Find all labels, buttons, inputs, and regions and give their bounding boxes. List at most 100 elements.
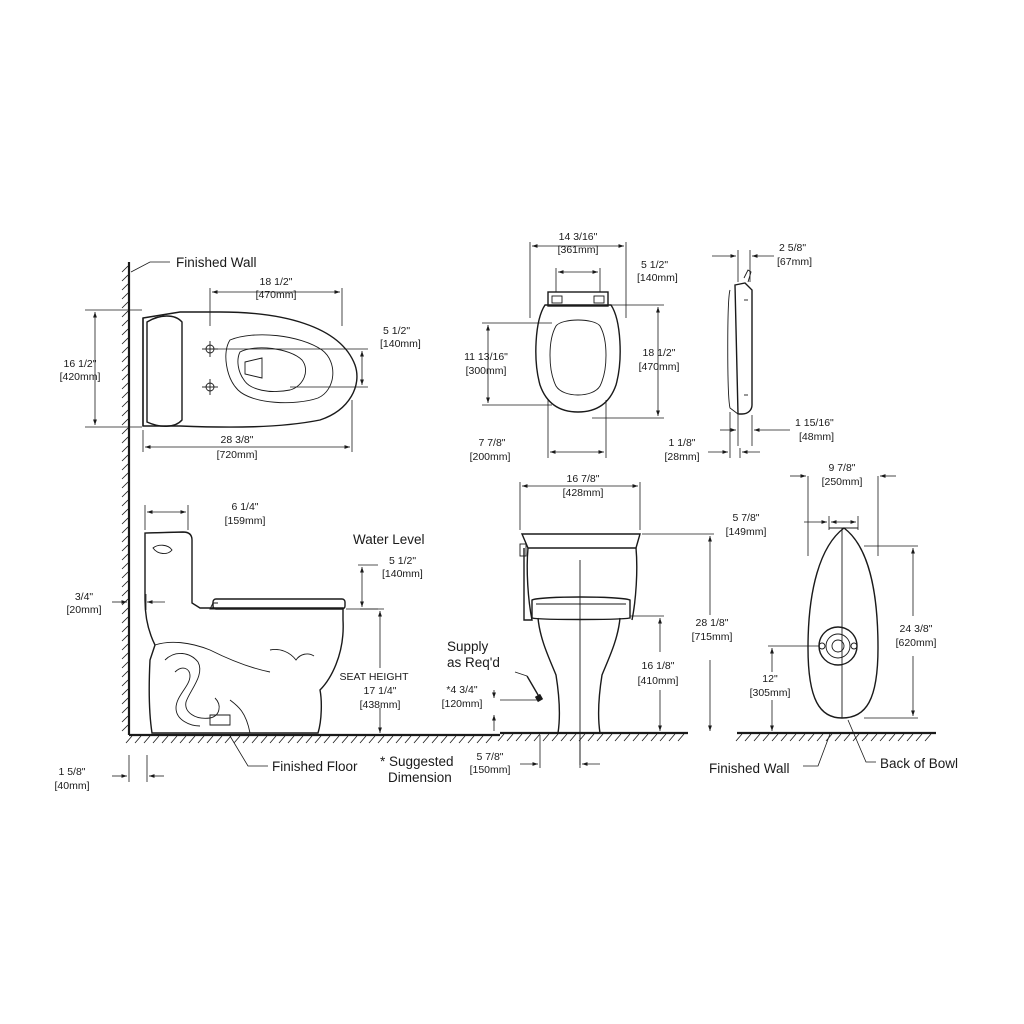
dim-3-4: 3/4" [20mm]: [66, 591, 101, 616]
svg-text:[140mm]: [140mm]: [380, 338, 421, 350]
svg-text:[159mm]: [159mm]: [225, 515, 266, 527]
front-elevation-view: [519, 533, 641, 765]
mounting-bolt-2: [202, 379, 218, 395]
dim-12: 12" [305mm]: [750, 673, 791, 699]
svg-text:2 5/8": 2 5/8": [779, 242, 806, 254]
svg-text:16 7/8": 16 7/8": [567, 473, 600, 485]
dim-9-7-8: 9 7/8" [250mm]: [822, 462, 863, 488]
supply-label-1: Supply: [447, 639, 489, 654]
svg-text:[120mm]: [120mm]: [442, 698, 483, 710]
svg-text:[200mm]: [200mm]: [470, 451, 511, 463]
dim-1-15-16: 1 15/16" [48mm]: [795, 417, 834, 443]
svg-text:[410mm]: [410mm]: [638, 675, 679, 687]
svg-text:[300mm]: [300mm]: [466, 365, 507, 377]
dim-1-5-8: 1 5/8" [40mm]: [54, 766, 89, 792]
svg-text:28 3/8": 28 3/8": [221, 434, 254, 446]
svg-text:28 1/8": 28 1/8": [696, 617, 729, 629]
svg-text:17 1/4": 17 1/4": [364, 685, 397, 697]
svg-text:[48mm]: [48mm]: [799, 431, 834, 443]
svg-text:9 7/8": 9 7/8": [828, 462, 855, 474]
suggested-dimension-label-1: * Suggested: [380, 754, 454, 769]
dim-5-1-2-top: 5 1/2" [140mm]: [380, 325, 421, 350]
svg-text:[140mm]: [140mm]: [382, 568, 423, 580]
svg-text:[20mm]: [20mm]: [66, 604, 101, 616]
dim-14-3-16: 14 3/16" [361mm]: [558, 231, 599, 256]
svg-text:[438mm]: [438mm]: [360, 699, 401, 711]
dim-28-1-8: 28 1/8" [715mm]: [692, 617, 733, 643]
svg-text:[305mm]: [305mm]: [750, 687, 791, 699]
svg-text:[470mm]: [470mm]: [639, 361, 680, 373]
svg-text:12": 12": [762, 673, 778, 685]
svg-text:*4 3/4": *4 3/4": [446, 684, 477, 696]
finished-wall-back-view: [735, 731, 936, 742]
side-elevation-view: [144, 531, 346, 734]
dim-6-1-4: 6 1/4" [159mm]: [225, 501, 266, 527]
dim-5-7-8-front: 5 7/8" [150mm]: [470, 751, 511, 776]
svg-text:[361mm]: [361mm]: [558, 244, 599, 256]
dim-18-1-2-top: 18 1/2" [470mm]: [256, 276, 297, 301]
dim-11-13-16: 11 13/16" [300mm]: [464, 351, 508, 377]
svg-text:11 13/16": 11 13/16": [464, 351, 508, 363]
seat-side-view: [727, 269, 753, 415]
svg-text:18 1/2": 18 1/2": [643, 347, 676, 359]
svg-text:5 1/2": 5 1/2": [389, 555, 416, 567]
finished-wall-top-label: Finished Wall: [176, 255, 257, 270]
finished-wall-bottom-label: Finished Wall: [709, 761, 790, 776]
svg-text:[149mm]: [149mm]: [726, 526, 767, 538]
top-plan-view: [142, 311, 358, 428]
dim-24-3-8: 24 3/8" [620mm]: [896, 623, 937, 649]
svg-text:5 7/8": 5 7/8": [476, 751, 503, 763]
dim-5-7-8-back: 5 7/8" [149mm]: [726, 512, 767, 538]
seat-height-label: SEAT HEIGHT: [339, 671, 409, 683]
svg-text:[150mm]: [150mm]: [470, 764, 511, 776]
svg-text:[40mm]: [40mm]: [54, 780, 89, 792]
svg-text:24 3/8": 24 3/8": [900, 623, 933, 635]
dim-5-1-2-seat: 5 1/2" [140mm]: [637, 259, 678, 284]
svg-text:5 7/8": 5 7/8": [732, 512, 759, 524]
back-of-bowl-label: Back of Bowl: [880, 756, 958, 771]
svg-text:[470mm]: [470mm]: [256, 289, 297, 301]
dim-2-5-8: 2 5/8" [67mm]: [777, 242, 812, 268]
svg-text:5 1/2": 5 1/2": [383, 325, 410, 337]
svg-text:7 7/8": 7 7/8": [478, 437, 505, 449]
suggested-dimension-label-2: Dimension: [388, 770, 452, 785]
svg-text:5 1/2": 5 1/2": [641, 259, 668, 271]
dim-18-1-2-seat: 18 1/2" [470mm]: [639, 347, 680, 373]
dim-17-1-4: 17 1/4" [438mm]: [360, 685, 401, 711]
svg-text:16 1/2": 16 1/2": [64, 358, 97, 370]
svg-text:[715mm]: [715mm]: [692, 631, 733, 643]
dim-5-1-2-water: 5 1/2" [140mm]: [382, 555, 423, 580]
dim-28-3-8: 28 3/8" [720mm]: [217, 434, 258, 461]
svg-text:1 5/8": 1 5/8": [58, 766, 85, 778]
dim-16-1-8: 16 1/8" [410mm]: [638, 660, 679, 687]
svg-text:14 3/16": 14 3/16": [559, 231, 598, 243]
water-level-label: Water Level: [353, 532, 425, 547]
svg-text:[420mm]: [420mm]: [60, 371, 101, 383]
svg-text:[720mm]: [720mm]: [217, 449, 258, 461]
seat-top-view: [535, 291, 621, 413]
svg-text:[28mm]: [28mm]: [664, 451, 699, 463]
svg-text:[620mm]: [620mm]: [896, 637, 937, 649]
dim-4-3-4: *4 3/4" [120mm]: [442, 684, 483, 710]
dim-7-7-8: 7 7/8" [200mm]: [470, 437, 511, 463]
supply-label-2: as Req'd: [447, 655, 500, 670]
dim-16-1-2: 16 1/2" [420mm]: [60, 358, 101, 383]
svg-text:[67mm]: [67mm]: [777, 256, 812, 268]
dim-16-7-8: 16 7/8" [428mm]: [563, 473, 604, 499]
finished-floor-left: [125, 733, 500, 744]
svg-text:[140mm]: [140mm]: [637, 272, 678, 284]
finished-floor-label: Finished Floor: [272, 759, 358, 774]
svg-text:[250mm]: [250mm]: [822, 476, 863, 488]
svg-text:18 1/2": 18 1/2": [260, 276, 293, 288]
svg-text:3/4": 3/4": [75, 591, 94, 603]
finished-wall-left: [121, 262, 131, 735]
svg-text:16 1/8": 16 1/8": [642, 660, 675, 672]
back-view: [807, 527, 879, 719]
dim-1-1-8: 1 1/8" [28mm]: [664, 437, 699, 463]
svg-text:6 1/4": 6 1/4": [231, 501, 258, 513]
floor-front-view: [497, 731, 688, 742]
dimension-lines: [85, 242, 918, 782]
svg-text:1 15/16": 1 15/16": [795, 417, 834, 429]
svg-text:1 1/8": 1 1/8": [668, 437, 695, 449]
